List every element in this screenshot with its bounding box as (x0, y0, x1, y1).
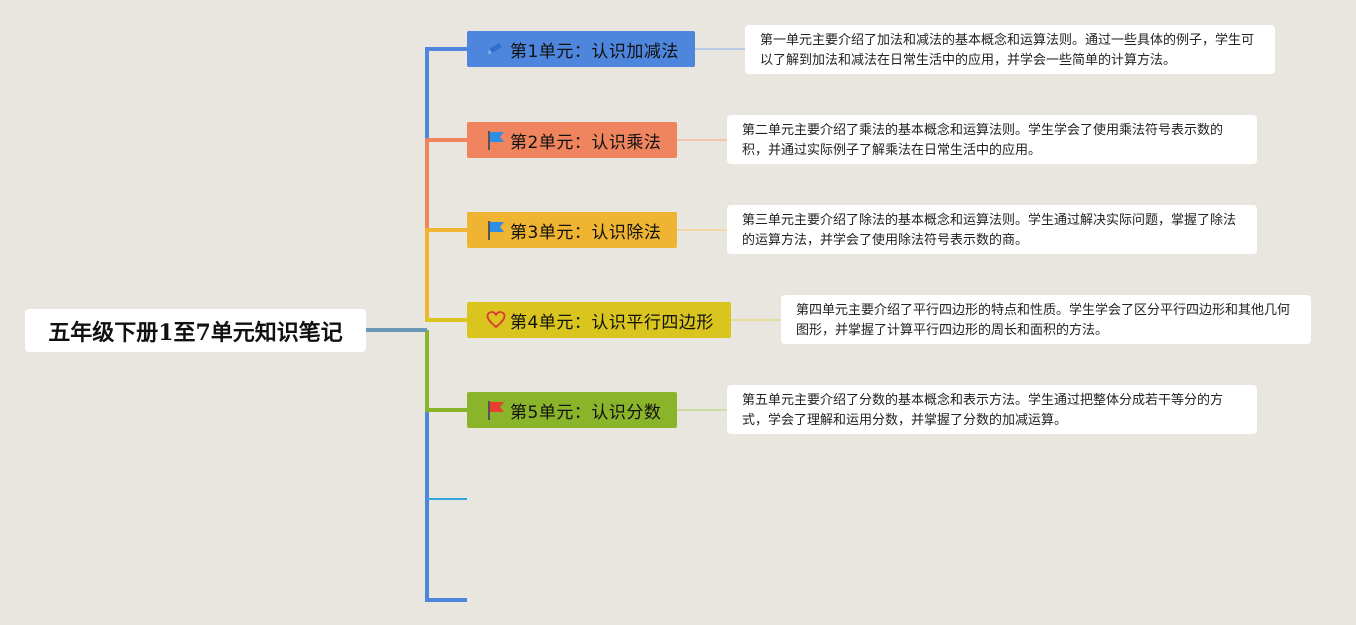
unit-description-text-3: 第三单元主要介绍了除法的基本概念和运算法则。学生通过解决实际问题，掌握了除法的运… (742, 213, 1237, 248)
heart-icon (485, 309, 507, 331)
unit-label-1: 第1单元：认识加减法 (510, 41, 679, 62)
root-topic-title: 五年级下册1至7单元知识笔记 (48, 319, 343, 346)
unit-description-text-2: 第二单元主要介绍了乘法的基本概念和运算法则。学生学会了使用乘法符号表示数的积，并… (742, 123, 1224, 158)
unit-node-3[interactable]: 第3单元：认识除法 (467, 212, 677, 248)
root-topic[interactable]: 五年级下册1至7单元知识笔记 (25, 309, 366, 352)
red-flag-icon (485, 399, 507, 421)
unit-node-5[interactable]: 第5单元：认识分数 (467, 392, 677, 428)
blue-flag-icon (485, 129, 507, 151)
unit-description-text-1: 第一单元主要介绍了加法和减法的基本概念和运算法则。通过一些具体的例子，学生可以了… (760, 33, 1255, 68)
unit-node-2[interactable]: 第2单元：认识乘法 (467, 122, 677, 158)
unit-description-4[interactable]: 第四单元主要介绍了平行四边形的特点和性质。学生学会了区分平行四边形和其他几何图形… (781, 295, 1311, 344)
unit-label-3: 第3单元：认识除法 (510, 222, 662, 243)
unit-label-4: 第4单元：认识平行四边形 (510, 312, 714, 333)
unit-node-4[interactable]: 第4单元：认识平行四边形 (467, 302, 731, 338)
unit-node-1[interactable]: 第1单元：认识加减法 (467, 31, 695, 67)
unit-description-2[interactable]: 第二单元主要介绍了乘法的基本概念和运算法则。学生学会了使用乘法符号表示数的积，并… (727, 115, 1257, 164)
pen-icon (485, 38, 507, 60)
unit-description-text-4: 第四单元主要介绍了平行四边形的特点和性质。学生学会了区分平行四边形和其他几何图形… (796, 303, 1291, 338)
unit-label-5: 第5单元：认识分数 (510, 402, 662, 423)
unit-description-3[interactable]: 第三单元主要介绍了除法的基本概念和运算法则。学生通过解决实际问题，掌握了除法的运… (727, 205, 1257, 254)
unit-description-1[interactable]: 第一单元主要介绍了加法和减法的基本概念和运算法则。通过一些具体的例子，学生可以了… (745, 25, 1275, 74)
unit-description-text-5: 第五单元主要介绍了分数的基本概念和表示方法。学生通过把整体分成若干等分的方式，学… (742, 393, 1224, 428)
blue-flag-icon (485, 219, 507, 241)
unit-description-5[interactable]: 第五单元主要介绍了分数的基本概念和表示方法。学生通过把整体分成若干等分的方式，学… (727, 385, 1257, 434)
unit-label-2: 第2单元：认识乘法 (510, 132, 662, 153)
